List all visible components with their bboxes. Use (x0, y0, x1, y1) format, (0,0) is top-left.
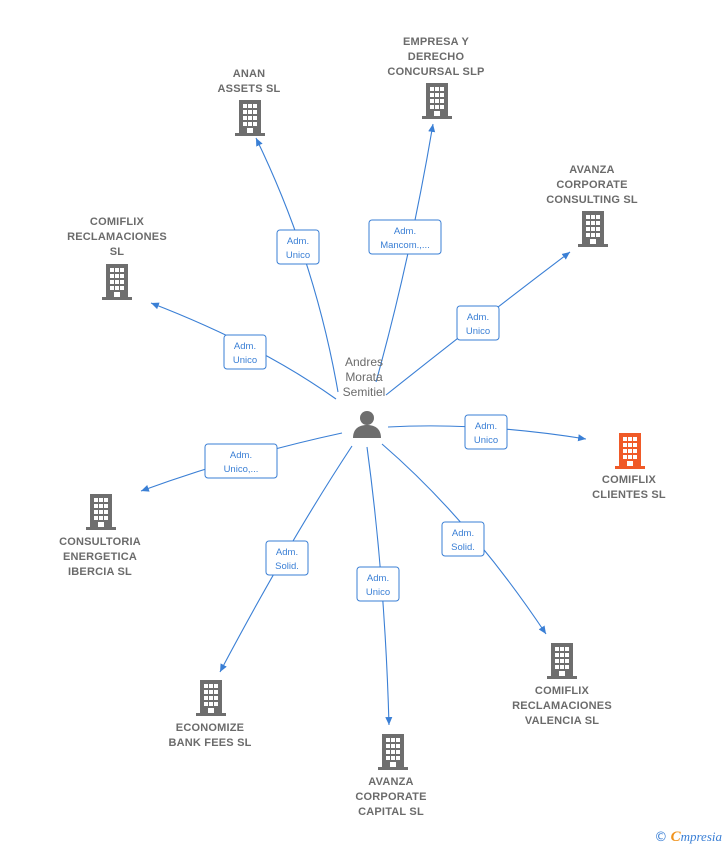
company-name-line-1: COMIFLIX (90, 216, 145, 228)
company-name-line-2: BANK FEES SL (168, 737, 251, 749)
role-label-avanza-capital[interactable]: Adm. Unico (356, 566, 400, 602)
company-name-line-1: AVANZA (569, 164, 614, 176)
role-text-line-2: Unico (286, 250, 310, 261)
copyright-icon: © (654, 830, 668, 845)
company-name-line-2: DERECHO (408, 51, 465, 63)
role-text-line-1: Adm. (230, 450, 252, 461)
role-text-line-2: Unico (233, 355, 257, 366)
building-icon (378, 734, 408, 770)
role-text-line-2: Unico,... (224, 464, 259, 475)
company-name-line-2: CORPORATE (355, 791, 426, 803)
company-name-line-1: EMPRESA Y (403, 36, 469, 48)
role-box (456, 305, 500, 341)
company-node-avanza-consulting[interactable]: AVANZA CORPORATE CONSULTING SL (546, 164, 638, 247)
company-name-line-1: COMIFLIX (535, 685, 590, 697)
company-name-line-1: ECONOMIZE (176, 722, 244, 734)
role-text-line-2: Unico (366, 587, 390, 598)
role-box (265, 540, 309, 576)
role-text-line-2: Solid. (275, 561, 299, 572)
company-name-line-1: CONSULTORIA (59, 536, 141, 548)
company-name-line-2: ASSETS SL (218, 83, 281, 95)
role-text-line-1: Adm. (367, 573, 389, 584)
company-name-line-3: CONCURSAL SLP (387, 66, 484, 78)
role-label-comiflix-clientes[interactable]: Adm. Unico (464, 414, 508, 450)
building-icon (196, 680, 226, 716)
role-text-line-1: Adm. (475, 421, 497, 432)
edge-empresa (375, 123, 436, 383)
company-node-comiflix-reclamaciones[interactable]: COMIFLIX RECLAMACIONES SL (67, 216, 167, 300)
company-name-line-1: AVANZA (368, 776, 413, 788)
company-node-consultoria[interactable]: CONSULTORIA ENERGETICA IBERCIA SL (59, 494, 141, 578)
company-name-line-3: SL (110, 246, 125, 258)
person-icon (353, 411, 381, 438)
building-icon (547, 643, 577, 679)
company-name-line-2: CLIENTES SL (592, 489, 666, 501)
company-name-line-3: CONSULTING SL (546, 194, 638, 206)
role-box (356, 566, 400, 602)
role-text-line-1: Adm. (276, 547, 298, 558)
role-label-avanza-consulting[interactable]: Adm. Unico (456, 305, 500, 341)
role-box (368, 219, 442, 255)
role-text-line-1: Adm. (394, 226, 416, 237)
company-name-line-2: RECLAMACIONES (512, 700, 612, 712)
role-label-comiflix-valencia[interactable]: Adm. Solid. (441, 521, 485, 557)
role-labels: Adm.UnicoAdm.Mancom.,...Adm.UnicoAdm.Uni… (204, 219, 508, 602)
role-text-line-2: Solid. (451, 542, 475, 553)
role-label-comiflix-reclamaciones[interactable]: Adm. Unico (223, 334, 267, 370)
building-icon (422, 83, 452, 119)
role-box (276, 229, 320, 265)
building-icon (578, 211, 608, 247)
company-node-avanza-capital[interactable]: AVANZA CORPORATE CAPITAL SL (355, 734, 426, 818)
person-name-line-1: Andres (345, 355, 383, 369)
role-label-empresa[interactable]: Adm. Mancom.,... (368, 219, 442, 255)
role-box (204, 443, 278, 479)
building-icon (235, 100, 265, 136)
company-nodes: ANAN ASSETS SL EMPRESA Y DERECHO CONCURSAL S… (59, 36, 666, 818)
company-name-line-2: RECLAMACIONES (67, 231, 167, 243)
role-text-line-2: Unico (466, 326, 490, 337)
role-label-consultoria[interactable]: Adm. Unico,... (204, 443, 278, 479)
person-name-line-2: Morata (345, 370, 383, 384)
role-text-line-1: Adm. (287, 236, 309, 247)
role-box (464, 414, 508, 450)
role-label-anan[interactable]: Adm. Unico (276, 229, 320, 265)
edge-anan (255, 137, 339, 393)
building-icon (86, 494, 116, 530)
company-name-line-3: VALENCIA SL (525, 715, 599, 727)
role-text-line-2: Unico (474, 435, 498, 446)
brand-initial: C (670, 829, 681, 845)
footer-brand: © Cmpresia (654, 829, 722, 846)
company-name-line-3: IBERCIA SL (68, 566, 132, 578)
brand-name: mpresia (680, 829, 722, 844)
building-icon (615, 433, 645, 469)
company-name-line-1: COMIFLIX (602, 474, 657, 486)
company-name-line-2: ENERGETICA (63, 551, 137, 563)
building-icon (102, 264, 132, 300)
company-node-comiflix-valencia[interactable]: COMIFLIX RECLAMACIONES VALENCIA SL (512, 643, 612, 727)
person-name-line-3: Semitiel (343, 385, 386, 399)
role-box (441, 521, 485, 557)
role-box (223, 334, 267, 370)
company-name-line-1: ANAN (233, 68, 266, 80)
role-text-line-2: Mancom.,... (380, 240, 430, 251)
company-name-line-2: CORPORATE (556, 179, 627, 191)
role-text-line-1: Adm. (452, 528, 474, 539)
company-node-anan[interactable]: ANAN ASSETS SL (218, 68, 281, 136)
edges (140, 123, 587, 726)
company-node-economize[interactable]: ECONOMIZE BANK FEES SL (168, 680, 251, 749)
role-text-line-1: Adm. (234, 341, 256, 352)
company-node-empresa[interactable]: EMPRESA Y DERECHO CONCURSAL SLP (387, 36, 484, 119)
company-name-line-3: CAPITAL SL (358, 806, 424, 818)
role-label-economize[interactable]: Adm. Solid. (265, 540, 309, 576)
person-node[interactable]: Andres Morata Semitiel (343, 355, 386, 438)
company-node-comiflix-clientes[interactable]: COMIFLIX CLIENTES SL (592, 433, 666, 501)
role-text-line-1: Adm. (467, 312, 489, 323)
